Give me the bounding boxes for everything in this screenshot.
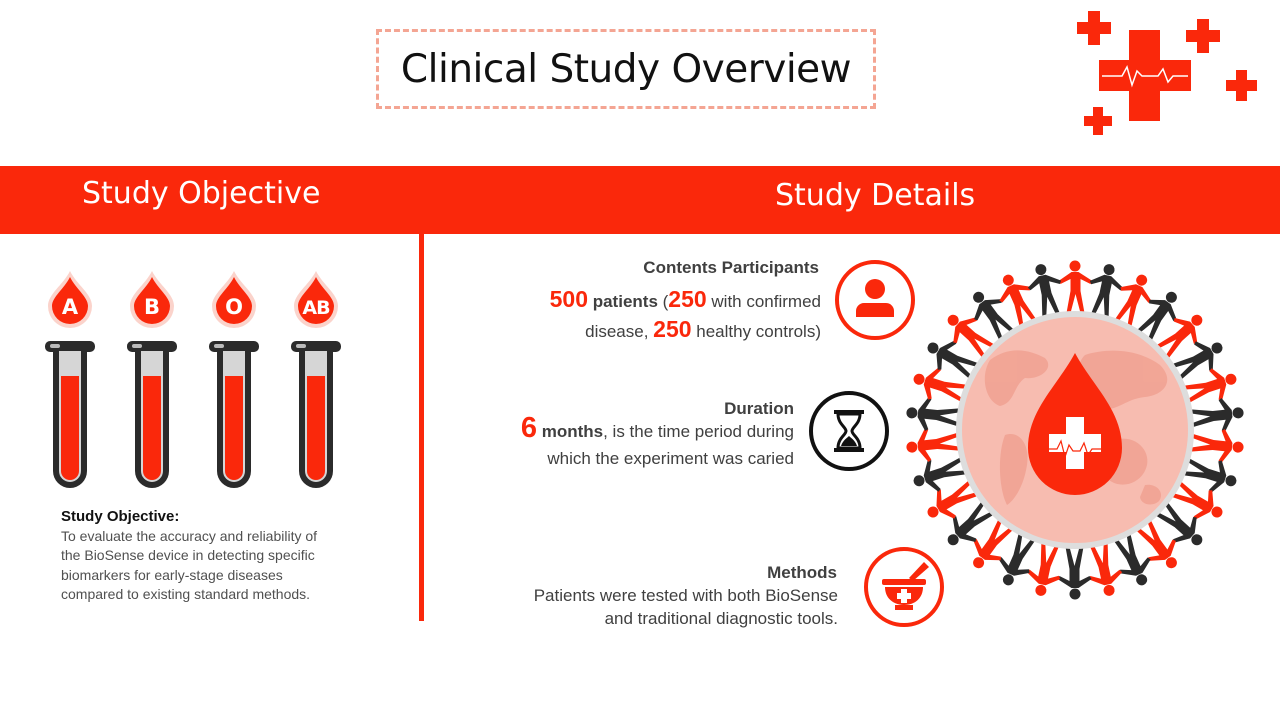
controls-count: 250	[653, 316, 692, 342]
test-tube-icon	[291, 341, 341, 488]
person-figure-icon	[1083, 260, 1128, 320]
hourglass-icon	[809, 391, 889, 471]
methods-text: Patients were tested with both BioSense …	[534, 584, 838, 630]
controls-text: healthy controls)	[691, 322, 821, 341]
test-tubes	[45, 341, 341, 488]
mortar-pestle-icon	[864, 547, 944, 627]
disease-text: disease,	[585, 322, 654, 341]
methods-line2: and traditional diagnostic tools.	[604, 609, 838, 628]
page-title: Clinical Study Overview	[400, 46, 852, 92]
study-objective-text: To evaluate the accuracy and reliability…	[61, 527, 318, 603]
participants-open-paren: (	[657, 292, 669, 311]
confirmed-count: 250	[668, 286, 707, 312]
duration-unit: months	[541, 422, 604, 441]
blood-type-o: O	[225, 295, 243, 319]
section-header-band	[0, 166, 1280, 234]
person-figure-icon	[1057, 547, 1092, 600]
person-figure-icon	[1082, 540, 1127, 600]
blood-type-b: B	[144, 295, 160, 319]
column-divider	[419, 234, 424, 621]
test-tube-icon	[127, 341, 177, 488]
confirmed-text: with confirmed	[706, 292, 821, 311]
duration-text2: which the experiment was caried	[547, 449, 794, 468]
duration-heading: Duration	[724, 399, 794, 418]
participants-patients-word: patients	[592, 292, 658, 311]
person-figure-icon	[1022, 540, 1067, 600]
person-figure-icon	[904, 394, 961, 435]
blood-drop-a-icon	[48, 271, 92, 328]
person-icon	[835, 260, 915, 340]
person-figure-icon	[1189, 425, 1246, 466]
participants-heading: Contents Participants	[643, 258, 819, 277]
test-tube-icon	[209, 341, 259, 488]
participants-line1: 500 patients (250 with confirmed	[550, 285, 821, 316]
blood-type-a: A	[62, 295, 79, 319]
blood-type-ab: AB	[302, 297, 330, 319]
study-objective-block: Study Objective: To evaluate the accurac…	[61, 507, 339, 605]
blood-drop-o-icon	[212, 271, 256, 328]
participants-line2: disease, 250 healthy controls)	[585, 315, 821, 346]
medical-crosses-icon	[1077, 11, 1257, 135]
study-objective-header: Study Objective	[82, 176, 321, 211]
person-figure-icon	[904, 424, 961, 465]
methods-heading: Methods	[767, 563, 837, 582]
methods-line1: Patients were tested with both BioSense	[533, 586, 838, 605]
blood-drop-b-icon	[130, 271, 174, 328]
people-ring-globe	[904, 260, 1246, 600]
participants-count: 500	[549, 286, 588, 312]
duration-count: 6	[520, 412, 537, 444]
study-details-header: Study Details	[775, 178, 976, 213]
person-figure-icon	[1058, 260, 1093, 313]
test-tube-icon	[45, 341, 95, 488]
person-figure-icon	[1189, 395, 1246, 436]
study-objective-heading: Study Objective:	[61, 508, 180, 525]
blood-type-drops: A B O AB	[48, 271, 338, 328]
person-figure-icon	[1023, 260, 1068, 320]
blood-drop-ab-icon	[294, 271, 338, 328]
duration-text1: , is the time period during	[603, 422, 794, 441]
page-title-box: Clinical Study Overview	[376, 29, 876, 109]
duration-line1: 6 months, is the time period during	[521, 414, 794, 446]
